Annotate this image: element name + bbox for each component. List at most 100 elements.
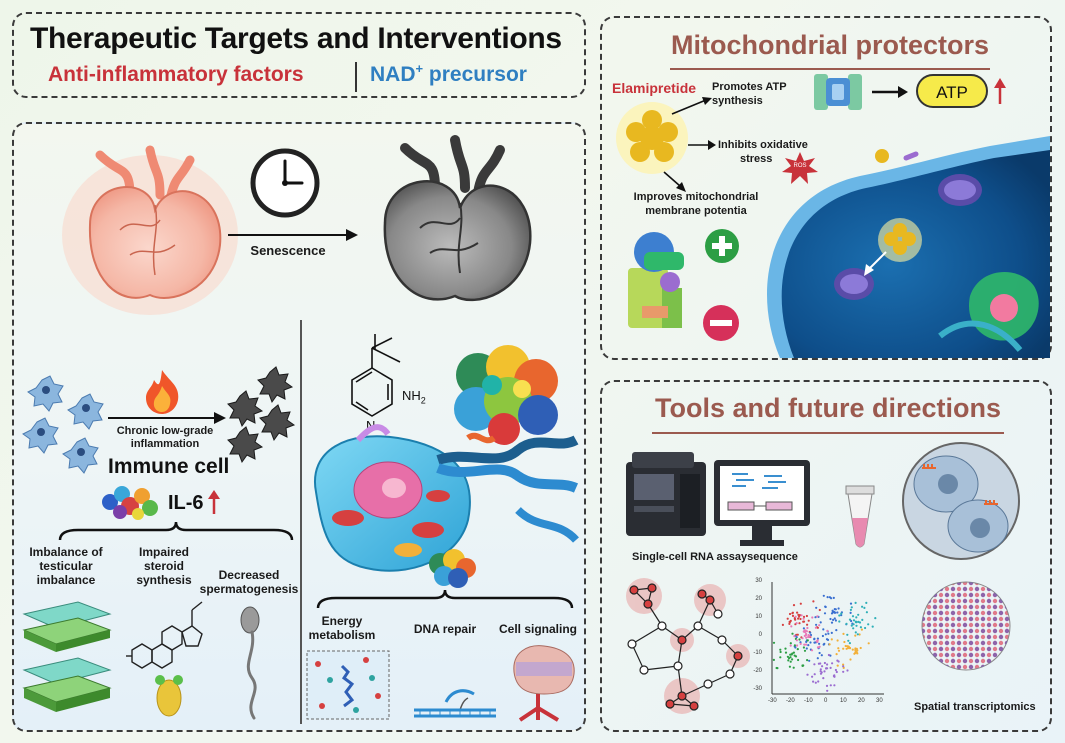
y-tick: 0 <box>758 632 762 638</box>
y-tick: -30 <box>753 686 762 692</box>
scatter-point <box>804 634 807 637</box>
scatter-point <box>818 624 821 627</box>
effect-testicular-line3: imbalance <box>36 573 96 587</box>
elamipretide-molecule <box>616 102 688 174</box>
scatter-point <box>823 670 826 673</box>
header-panel <box>12 12 586 98</box>
scatter-point <box>796 648 799 651</box>
scatter-point <box>874 617 877 620</box>
scatter-point <box>832 618 835 621</box>
scatter-point <box>792 604 796 607</box>
scatter-point <box>815 606 818 609</box>
effect-ox-line2: stress <box>740 153 773 165</box>
scatter-point <box>848 618 852 621</box>
immune-cell-title: Immune cell <box>108 455 230 478</box>
tissue-layers-illustration <box>22 601 112 712</box>
scatter-point <box>776 667 779 670</box>
scatter-point <box>806 659 809 662</box>
scatter-point <box>842 632 845 635</box>
scatter-point <box>852 623 855 626</box>
scatter-point <box>821 634 824 638</box>
scatter-point <box>809 633 813 637</box>
scatter-point <box>823 661 826 665</box>
il6-up-arrow-icon <box>208 490 220 514</box>
function-cell-signaling: Cell signaling <box>498 622 577 636</box>
nad-subtitle: NAD+ precursor <box>370 61 527 87</box>
network-graph-illustration <box>626 578 750 714</box>
arrow-to-oxidative <box>688 140 716 150</box>
scatter-point <box>823 642 826 645</box>
function-energy-line2: metabolism <box>308 628 376 642</box>
scatter-point <box>838 620 841 623</box>
scatter-point <box>817 680 820 683</box>
atp-up-arrow-icon <box>994 78 1006 104</box>
function-energy-line1: Energy <box>321 614 363 628</box>
y-tick: 10 <box>755 614 762 620</box>
y-tick: -20 <box>753 668 762 674</box>
nad-enzyme-protein <box>454 345 558 445</box>
scatter-point <box>810 649 814 652</box>
scatter-point <box>806 623 809 626</box>
atp-badge: ATP <box>916 74 988 108</box>
y-tick: 20 <box>755 596 762 602</box>
scatter-point <box>833 674 836 677</box>
elamipretide-label: Elamipretide <box>612 80 697 96</box>
scatter-point <box>860 628 863 631</box>
scatter-point <box>791 614 795 617</box>
inflammation-label-line2: inflammation <box>130 438 200 450</box>
scatter-point <box>822 677 825 680</box>
scatter-point <box>829 617 832 621</box>
scatter-point <box>811 616 814 619</box>
scatter-point <box>829 684 832 687</box>
scatter-point <box>809 641 812 644</box>
scatter-point <box>851 615 855 618</box>
scatter-point <box>791 658 794 661</box>
scatter-point <box>784 651 788 654</box>
scatter-point <box>842 665 845 668</box>
scatter-point <box>802 615 806 618</box>
scatter-point <box>801 664 804 667</box>
scatter-point <box>796 644 799 647</box>
ros-label: ROS <box>793 163 807 169</box>
effect-testicular-line1: Imbalance of <box>29 545 103 559</box>
left-panel-divider <box>300 320 302 724</box>
scatter-point <box>864 626 867 630</box>
scatter-point <box>790 625 793 628</box>
effect-testicular: Imbalance of testicular imbalance <box>16 545 116 587</box>
scatter-point <box>806 626 809 630</box>
scatter-point <box>859 626 862 629</box>
x-tick: -30 <box>768 698 777 704</box>
scatter-point <box>837 647 840 650</box>
scatter-point <box>807 634 810 637</box>
scatter-point <box>793 654 796 657</box>
scatter-point <box>814 616 817 619</box>
healthy-immune-cells <box>22 375 104 474</box>
scatter-point <box>796 611 799 614</box>
scatter-point <box>826 689 829 692</box>
scatter-point <box>826 596 829 599</box>
header-divider <box>355 62 357 92</box>
scatter-point <box>856 652 859 655</box>
effect-spermatogenesis: Decreased spermatogenesis <box>196 568 302 596</box>
scatter-point <box>822 628 825 631</box>
scatter-point <box>799 641 802 644</box>
scatter-point <box>793 617 796 621</box>
scatter-point <box>805 643 808 646</box>
scatter-point <box>779 650 782 654</box>
scatter-point <box>772 641 776 644</box>
scatter-point <box>772 658 775 661</box>
scatter-point <box>854 601 857 604</box>
sperm-illustration <box>240 606 260 720</box>
scatter-point <box>842 647 845 650</box>
scatter-point <box>846 669 849 672</box>
scatter-point <box>844 644 847 648</box>
scatter-point <box>845 622 848 625</box>
scatter-point <box>840 612 843 615</box>
scatter-point <box>796 633 799 636</box>
scatter-point <box>806 639 809 642</box>
effect-spermatogenesis-line2: spermatogenesis <box>199 582 299 596</box>
scatter-point <box>835 653 838 656</box>
x-tick: 20 <box>858 698 865 704</box>
function-energy: Energy metabolism <box>302 614 382 642</box>
scatter-point <box>837 660 840 663</box>
